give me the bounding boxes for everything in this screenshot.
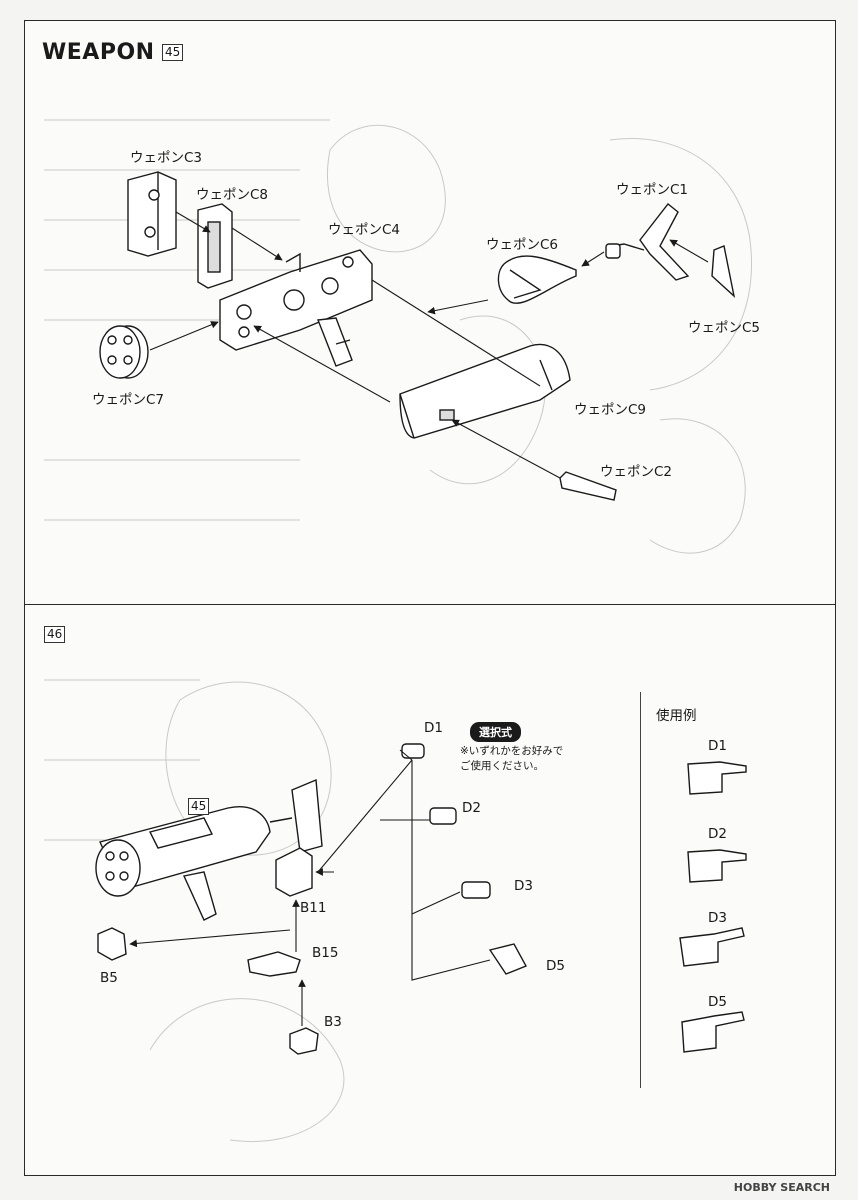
usage-title: 使用例 (656, 708, 697, 724)
part-c2 (559, 471, 617, 501)
part-c1 (605, 203, 690, 281)
label-c8: ウェポンC8 (196, 187, 269, 203)
label-c7: ウェポンC7 (92, 392, 165, 408)
part-b11 (275, 847, 313, 897)
label-d3: D3 (514, 878, 533, 894)
usage-label-d5: D5 (708, 994, 727, 1010)
part-d-hands (401, 743, 527, 975)
part-c4 (219, 249, 373, 367)
label-d2: D2 (462, 800, 481, 816)
step-number-badge: 45 (162, 44, 184, 61)
page-title: WEAPON (42, 40, 155, 65)
part-c6 (497, 255, 577, 304)
label-d5: D5 (546, 958, 565, 974)
assembled-weapon (95, 778, 323, 921)
label-c2: ウェポンC2 (600, 464, 673, 480)
part-c8 (197, 203, 233, 289)
part-b15 (247, 951, 301, 977)
label-c4: ウェポンC4 (328, 222, 401, 238)
step-divider (24, 604, 836, 605)
part-c3 (127, 171, 177, 257)
usage-label-d1: D1 (708, 738, 727, 754)
usage-label-d2: D2 (708, 826, 727, 842)
label-b15: B15 (312, 945, 339, 961)
label-b11: B11 (300, 900, 327, 916)
usage-label-d3: D3 (708, 910, 727, 926)
part-c9 (399, 343, 571, 439)
label-c5: ウェポンC5 (688, 320, 761, 336)
step-ref-badge: 45 (188, 798, 210, 815)
label-c3: ウェポンC3 (130, 150, 203, 166)
label-b5: B5 (100, 970, 118, 986)
usage-hands (679, 761, 747, 1053)
label-d1: D1 (424, 720, 443, 736)
part-b5 (97, 927, 127, 961)
label-b3: B3 (324, 1014, 342, 1030)
watermark-logo: HOBBY SEARCH (733, 1181, 830, 1194)
part-c7 (99, 325, 149, 379)
part-b3 (289, 1027, 319, 1055)
label-c6: ウェポンC6 (486, 237, 559, 253)
part-c5 (711, 245, 736, 298)
usage-separator (640, 692, 641, 1088)
label-c1: ウェポンC1 (616, 182, 689, 198)
selection-note-line1: ※いずれかをお好みで (460, 745, 564, 757)
selection-note: ※いずれかをお好みで ご使用ください。 (460, 744, 610, 774)
selection-note-line2: ご使用ください。 (460, 760, 544, 772)
selection-tag: 選択式 (470, 722, 521, 742)
step-number-badge-2: 46 (44, 626, 66, 643)
label-c9: ウェポンC9 (574, 402, 647, 418)
